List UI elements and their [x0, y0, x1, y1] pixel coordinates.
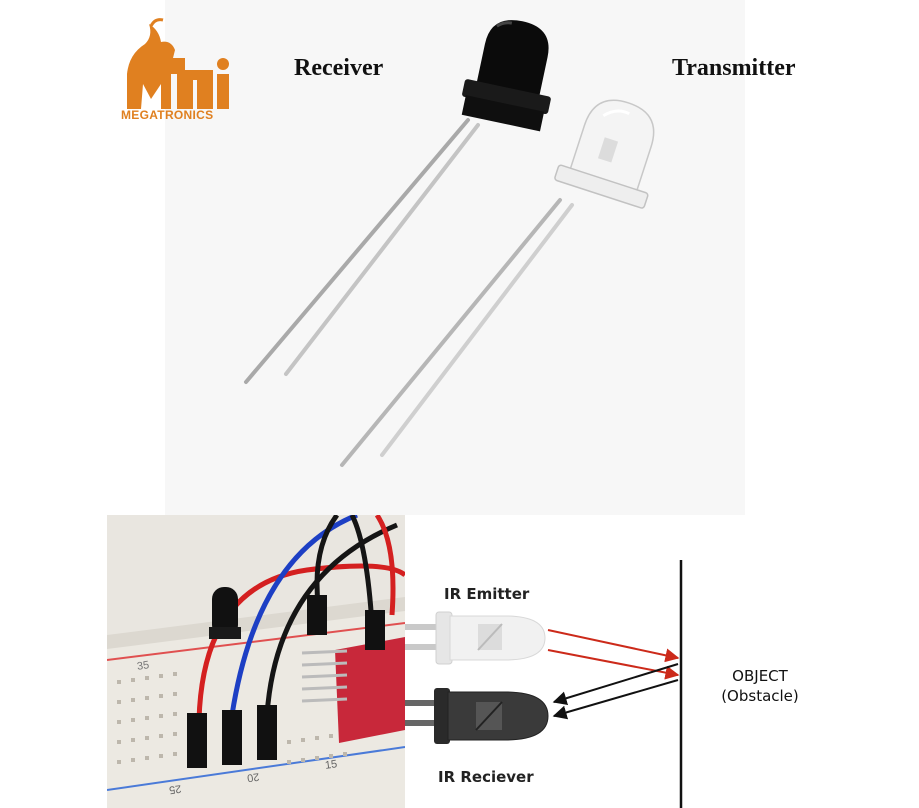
object-label: OBJECT (Obstacle): [700, 666, 820, 706]
megatronics-logo: MEGATRONICS: [115, 14, 235, 124]
breadboard-illustration: [107, 515, 405, 808]
ir-receiver-illustration: [434, 688, 549, 744]
ir-transmitter-led-image: [340, 99, 655, 467]
ir-emitter-illustration: [435, 611, 546, 665]
transmitter-label: Transmitter: [672, 55, 796, 81]
ir-emitter-label: IR Emitter: [444, 585, 530, 603]
megatronics-logo-mark: [127, 18, 229, 109]
ir-receiver-label: IR Reciever: [438, 768, 534, 786]
logo-brand-text: MEGATRONICS: [121, 108, 214, 122]
ir-receiver-led-image: [244, 20, 551, 384]
product-photo-panel: [165, 0, 745, 515]
breadboard-photo: 35 25 20 15: [107, 515, 405, 808]
object-label-line2: (Obstacle): [721, 687, 799, 705]
receiver-label: Receiver: [294, 55, 384, 81]
object-label-line1: OBJECT: [732, 667, 788, 685]
